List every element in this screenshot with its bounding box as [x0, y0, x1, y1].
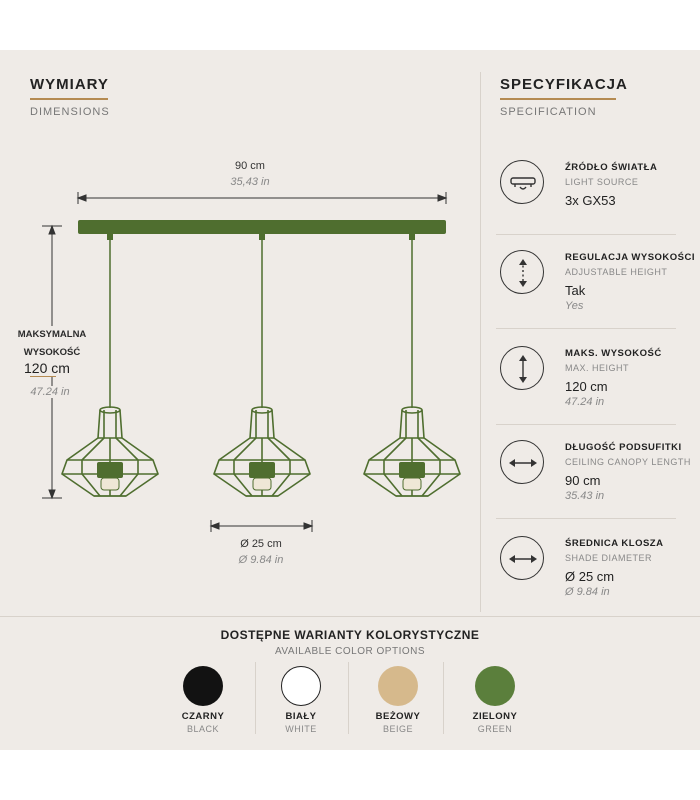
- height-in: 47.24 in: [20, 386, 80, 398]
- spec-label-light-source: ŹRÓDŁO ŚWIATŁA: [565, 162, 658, 173]
- height-label: MAKSYMALNA WYSOKOŚĆ: [14, 326, 90, 362]
- height-label-line2: WYSOKOŚĆ: [23, 347, 81, 358]
- spec-value-light-source: 3x GX53: [565, 193, 616, 208]
- spec-divider-2: [496, 328, 676, 329]
- spec-value-in-canopy-length: 35.43 in: [565, 490, 605, 502]
- width-cm: 90 cm: [235, 160, 265, 172]
- shade-in: Ø 9.84 in: [238, 554, 284, 566]
- spec-label-en-max-height: MAX. HEIGHT: [565, 363, 630, 373]
- pendant-1: [61, 234, 159, 497]
- spec-divider-3: [496, 424, 676, 425]
- shade-cm: Ø 25 cm: [240, 538, 282, 550]
- max-height-icon: [500, 346, 544, 390]
- color-name-en-beige: BEIGE: [382, 724, 413, 734]
- dimensions-title-underline: [30, 98, 108, 100]
- height-cm: 120 cm: [24, 360, 84, 376]
- swatch-beige[interactable]: [378, 666, 418, 706]
- colors-title: DOSTĘPNE WARIANTY KOLORYSTYCZNE: [220, 628, 480, 642]
- color-divider-1: [255, 662, 256, 734]
- spec-value-in-adjustable-height: Yes: [565, 300, 584, 312]
- pendant-2: [213, 234, 311, 497]
- color-name-en-green: GREEN: [477, 724, 513, 734]
- ceiling-bar: [78, 220, 446, 234]
- light-source-icon: [500, 160, 544, 204]
- spec-divider-1: [496, 234, 676, 235]
- spec-value-canopy-length: 90 cm: [565, 473, 601, 488]
- spec-label-en-adjustable-height: ADJUSTABLE HEIGHT: [565, 267, 668, 277]
- spec-label-max-height: MAKS. WYSOKOŚĆ: [565, 348, 662, 359]
- height-underline: [30, 376, 56, 377]
- swatch-white[interactable]: [281, 666, 321, 706]
- specification-title: SPECYFIKACJA: [500, 76, 628, 93]
- spec-label-en-canopy-length: CEILING CANOPY LENGTH: [565, 457, 691, 467]
- colors-subtitle: AVAILABLE COLOR OPTIONS: [274, 646, 426, 657]
- specification-title-underline: [500, 98, 616, 100]
- width-dimension-arrow: [76, 192, 448, 204]
- color-name-green: ZIELONY: [472, 711, 518, 722]
- color-name-black: CZARNY: [181, 711, 225, 722]
- spec-label-en-shade-diameter: SHADE DIAMETER: [565, 553, 653, 563]
- background-panel: [0, 50, 700, 750]
- width-in: 35,43 in: [230, 176, 270, 188]
- specification-subtitle: SPECIFICATION: [500, 106, 597, 118]
- spec-divider-4: [496, 518, 676, 519]
- spec-value-in-max-height: 47.24 in: [565, 396, 605, 408]
- color-name-beige: BEŻOWY: [375, 711, 421, 722]
- color-divider-3: [443, 662, 444, 734]
- lamp-drawing: [42, 192, 461, 532]
- shade-diameter-icon: [500, 536, 544, 580]
- spec-value-in-shade-diameter: Ø 9.84 in: [565, 586, 610, 598]
- shade-dimension-arrow: [209, 520, 314, 532]
- spec-label-canopy-length: DŁUGOŚĆ PODSUFITKI: [565, 442, 682, 453]
- dimensions-title: WYMIARY: [30, 76, 109, 93]
- adjustable-height-icon: [500, 250, 544, 294]
- spec-value-max-height: 120 cm: [565, 379, 608, 394]
- spec-label-adjustable-height: REGULACJA WYSOKOŚCI: [565, 252, 696, 263]
- pendant-3: [363, 234, 461, 497]
- swatch-black[interactable]: [183, 666, 223, 706]
- vertical-divider: [480, 72, 481, 612]
- height-label-line1: MAKSYMALNA: [17, 329, 87, 340]
- color-name-en-black: BLACK: [186, 724, 219, 734]
- spec-value-adjustable-height: Tak: [565, 283, 586, 298]
- color-name-white: BIAŁY: [285, 711, 317, 722]
- spec-label-shade-diameter: ŚREDNICA KLOSZA: [565, 538, 664, 549]
- spec-label-en-light-source: LIGHT SOURCE: [565, 177, 639, 187]
- color-divider-2: [348, 662, 349, 734]
- swatch-green[interactable]: [475, 666, 515, 706]
- spec-value-shade-diameter: Ø 25 cm: [565, 569, 615, 584]
- dimensions-subtitle: DIMENSIONS: [30, 106, 110, 118]
- color-name-en-white: WHITE: [285, 724, 317, 734]
- canopy-length-icon: [500, 440, 544, 484]
- colors-divider: [0, 616, 700, 617]
